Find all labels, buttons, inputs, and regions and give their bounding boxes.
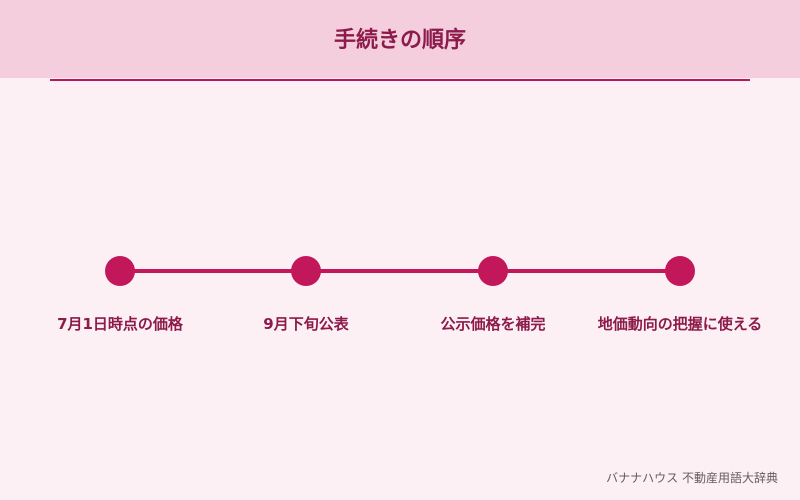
header-band — [0, 0, 800, 78]
step-label-1: 7月1日時点の価格 — [57, 315, 183, 333]
timeline-dot-3 — [478, 256, 508, 286]
diagram-title: 手続きの順序 — [333, 28, 466, 53]
timeline-line — [120, 269, 680, 273]
title-divider — [50, 79, 750, 81]
step-label-2: 9月下旬公表 — [263, 315, 349, 333]
timeline-dot-1 — [105, 256, 135, 286]
step-label-3: 公示価格を補完 — [440, 315, 546, 333]
step-label-4: 地価動向の把握に使える — [597, 315, 763, 333]
timeline-dot-4 — [665, 256, 695, 286]
footer-credit: バナナハウス 不動産用語大辞典 — [606, 471, 778, 485]
timeline-dot-2 — [291, 256, 321, 286]
